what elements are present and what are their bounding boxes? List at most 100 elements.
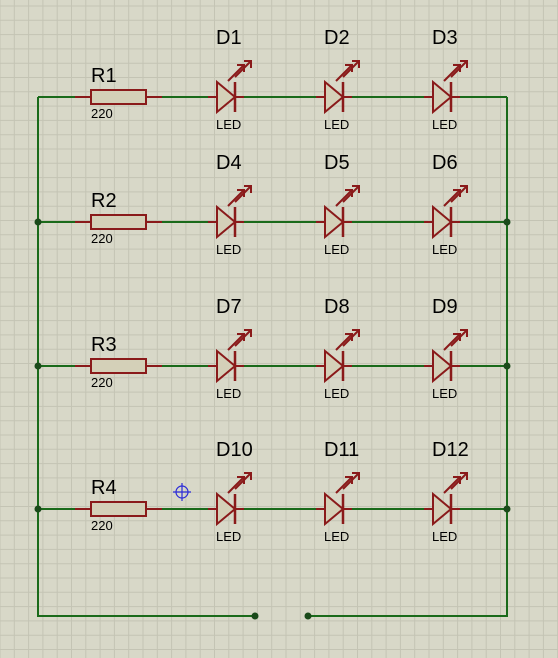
led-triangle: [432, 491, 453, 527]
led-arrow: [335, 64, 353, 82]
crosshair-cursor-icon: [173, 483, 191, 501]
led-triangle: [324, 204, 345, 240]
led-arrow: [227, 333, 245, 351]
led-arrow: [342, 185, 360, 203]
led-arrow-head: [460, 60, 468, 68]
led-arrow: [443, 64, 461, 82]
resistor-name: R3: [91, 334, 117, 356]
led-triangle: [432, 79, 453, 115]
led-arrow: [234, 60, 252, 78]
led-arrow: [443, 333, 461, 351]
resistor-body: [90, 214, 147, 230]
led-type: LED: [432, 529, 457, 544]
led-arrow: [342, 329, 360, 347]
circuit-rows: R1220D1LEDD2LEDD3LEDR2220D4LEDD5LEDD6LED…: [75, 27, 469, 544]
right-bus-wire: [308, 97, 508, 617]
resistor-name: R2: [91, 190, 117, 212]
led-arrow-head: [345, 476, 353, 484]
led-arrow: [227, 476, 245, 494]
led-type: LED: [216, 242, 241, 257]
led-arrow-head: [352, 60, 360, 68]
led-arrow-head: [237, 333, 245, 341]
resistor-r4[interactable]: R4 220: [75, 477, 162, 533]
resistor-value: 220: [91, 375, 113, 390]
led-triangle: [324, 491, 345, 527]
led-arrow-head: [352, 472, 360, 480]
led-type: LED: [432, 386, 457, 401]
led-triangle: [216, 491, 237, 527]
led-arrow-head: [237, 476, 245, 484]
led-arrow-head: [244, 472, 252, 480]
led-name: D6: [432, 152, 458, 174]
resistor-body: [90, 501, 147, 517]
led-type: LED: [216, 386, 241, 401]
led-arrow-head: [460, 329, 468, 337]
resistor-value: 220: [91, 518, 113, 533]
led-arrow: [234, 329, 252, 347]
led-type: LED: [324, 529, 349, 544]
led-type: LED: [216, 117, 241, 132]
led-type: LED: [432, 242, 457, 257]
left-bus-wire: [37, 97, 255, 617]
resistor-value: 220: [91, 231, 113, 246]
resistor-value: 220: [91, 106, 113, 121]
junction-dot: [503, 218, 511, 226]
junction-dot: [503, 362, 511, 370]
junction-dot: [34, 505, 42, 513]
led-triangle: [324, 348, 345, 384]
led-arrow-head: [460, 185, 468, 193]
led-arrow: [335, 189, 353, 207]
led-arrow-head: [244, 329, 252, 337]
led-type: LED: [432, 117, 457, 132]
resistor-body: [90, 358, 147, 374]
led-arrow: [450, 185, 468, 203]
junction-dot: [304, 612, 312, 620]
led-type: LED: [216, 529, 241, 544]
resistor-r2[interactable]: R2 220: [75, 190, 162, 246]
led-arrow-head: [453, 189, 461, 197]
led-arrow-head: [244, 185, 252, 193]
led-name: D8: [324, 296, 350, 318]
led-name: D10: [216, 439, 253, 461]
led-arrow-head: [352, 185, 360, 193]
led-triangle: [216, 79, 237, 115]
led-arrow: [342, 60, 360, 78]
led-arrow: [450, 60, 468, 78]
resistor-r3[interactable]: R3 220: [75, 334, 162, 390]
led-arrow-head: [453, 64, 461, 72]
led-type: LED: [324, 386, 349, 401]
led-name: D12: [432, 439, 469, 461]
led-arrow-head: [352, 329, 360, 337]
led-arrow-head: [460, 472, 468, 480]
led-triangle: [432, 204, 453, 240]
led-arrow: [450, 329, 468, 347]
junction-dot: [251, 612, 259, 620]
led-arrow-head: [244, 60, 252, 68]
led-arrow-head: [345, 189, 353, 197]
resistor-name: R4: [91, 477, 117, 499]
led-type: LED: [324, 242, 349, 257]
led-arrow-head: [345, 64, 353, 72]
led-name: D7: [216, 296, 242, 318]
led-arrow: [335, 333, 353, 351]
led-arrow: [234, 472, 252, 490]
